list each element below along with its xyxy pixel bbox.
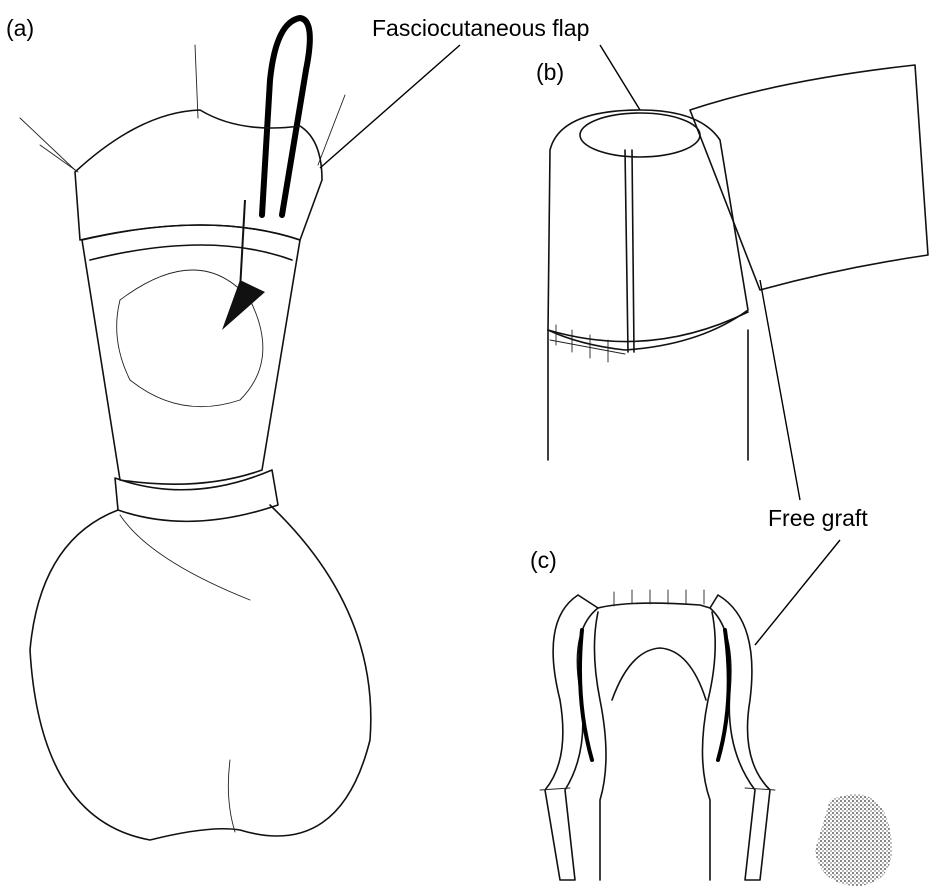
panel-label-a: (a) <box>6 15 34 41</box>
fasciocutaneous-flap-label: Fasciocutaneous flap <box>372 15 589 41</box>
ink-smudge <box>815 794 892 886</box>
graft-leader-b <box>760 280 800 500</box>
panel-label-c: (c) <box>530 547 557 573</box>
graft-leader-c <box>755 540 840 645</box>
panel-label-b: (b) <box>536 59 564 85</box>
flap-leader-b <box>600 45 640 110</box>
panel-c-drawing <box>540 590 775 880</box>
free-graft-label: Free graft <box>768 505 868 531</box>
panel-b-drawing <box>548 65 928 460</box>
panel-a-drawing <box>20 18 371 840</box>
